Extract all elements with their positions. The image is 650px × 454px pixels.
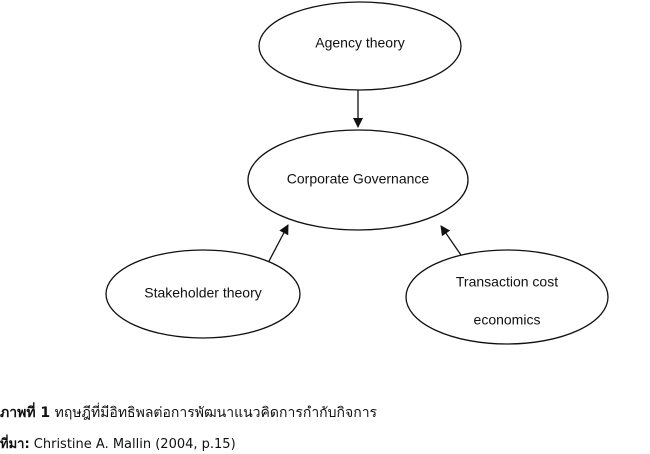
node-agency-theory: Agency theory [258, 1, 462, 91]
figure-caption-label: ภาพที่ 1 [0, 405, 51, 421]
source-caption-text: Christine A. Mallin (2004, p.15) [33, 437, 236, 452]
node-transaction-label-line1: Transaction cost [456, 274, 558, 290]
node-agency-ellipse [258, 1, 462, 91]
source-caption-label: ที่มา: [0, 437, 30, 452]
node-transaction-cost-economics: Transaction cost economics [405, 249, 609, 345]
node-agency-label: Agency theory [315, 35, 405, 51]
node-corporate-governance: Corporate Governance [247, 129, 469, 231]
node-transaction-ellipse [405, 249, 609, 345]
source-caption: ที่มา: Christine A. Mallin (2004, p.15) [0, 433, 236, 454]
edge-transaction-to-corporate [440, 225, 464, 259]
node-stakeholder-theory: Stakeholder theory [105, 249, 301, 339]
figure-caption: ภาพที่ 1 ทฤษฎีที่มีอิทธิพลต่อการพัฒนาแนว… [0, 402, 377, 424]
node-stakeholder-label: Stakeholder theory [144, 285, 262, 301]
node-stakeholder-ellipse [105, 249, 301, 339]
node-corporate-label: Corporate Governance [287, 171, 430, 187]
figure-caption-text: ทฤษฎีที่มีอิทธิพลต่อการพัฒนาแนวคิดการกำก… [54, 405, 378, 421]
node-corporate-ellipse [247, 129, 469, 231]
node-transaction-label-line2: economics [474, 312, 541, 328]
edge-stakeholder-to-corporate [267, 224, 289, 264]
